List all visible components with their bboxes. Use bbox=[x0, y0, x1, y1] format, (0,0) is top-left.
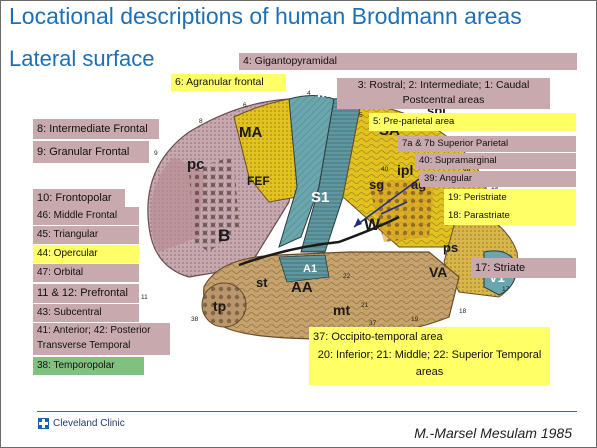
region-sg: sg bbox=[369, 177, 384, 192]
num-22: 22 bbox=[343, 273, 351, 280]
label-occipito-temporal: 37: Occipito-temporal area bbox=[309, 327, 550, 347]
label-inferior-middle-superior-temporal: 20: Inferior; 21: Middle; 22: Superior T… bbox=[309, 347, 550, 385]
footer-divider bbox=[37, 411, 577, 412]
region-st: st bbox=[256, 275, 268, 290]
slide-subtitle: Lateral surface bbox=[9, 45, 155, 72]
label-frontopolar: 10: Frontopolar bbox=[33, 189, 125, 207]
num-19b: 19 bbox=[411, 316, 419, 323]
region-pc: pc bbox=[187, 156, 205, 173]
region-b: B bbox=[218, 226, 230, 245]
label-middle-frontal: 46: Middle Frontal bbox=[33, 207, 139, 225]
region-m1: M1 bbox=[317, 84, 338, 101]
num-21: 21 bbox=[361, 302, 369, 309]
label-parastriate: 18: Parastriate bbox=[444, 207, 576, 225]
label-anterior-posterior-transverse: 41: Anterior; 42: Posterior Transverse T… bbox=[33, 323, 170, 355]
label-prefrontal: 11 & 12: Prefrontal bbox=[33, 284, 139, 303]
logo-text: Cleveland Clinic bbox=[53, 418, 125, 429]
label-subcentral: 43: Subcentral bbox=[33, 304, 139, 322]
label-superior-parietal: 7a & 7b Superior Parietal bbox=[398, 136, 576, 152]
label-agranular-frontal: 6: Agranular frontal bbox=[171, 74, 286, 91]
label-striate: 17: Striate bbox=[471, 258, 576, 278]
num-6: 6 bbox=[243, 102, 247, 109]
num-5: 5 bbox=[359, 112, 363, 119]
region-s1: S1 bbox=[311, 189, 329, 206]
num-37: 37 bbox=[369, 320, 377, 327]
region-a1: A1 bbox=[303, 263, 317, 275]
ipl-arrowhead bbox=[354, 218, 362, 227]
region-ps: ps bbox=[443, 240, 458, 255]
label-temporopolar: 38: Temporopolar bbox=[33, 357, 144, 375]
label-intermediate-frontal: 8: Intermediate Frontal bbox=[33, 119, 159, 139]
num-9: 9 bbox=[154, 150, 158, 157]
num-4: 4 bbox=[307, 90, 311, 97]
label-angular: 39: Angular bbox=[420, 171, 576, 187]
num-11: 11 bbox=[141, 294, 148, 301]
region-tp: tp bbox=[213, 298, 226, 314]
region-ma: MA bbox=[239, 124, 262, 141]
num-38: 38 bbox=[191, 316, 199, 323]
author-credit: M.-Marsel Mesulam 1985 bbox=[414, 425, 572, 441]
region-fef: FEF bbox=[247, 174, 270, 188]
region-w: W bbox=[364, 215, 381, 234]
label-pre-parietal: 5: Pre-parietal area bbox=[369, 113, 576, 131]
region-aa: AA bbox=[291, 279, 313, 296]
label-supramarginal: 40: Supramarginal bbox=[415, 153, 576, 169]
label-opercular: 44: Opercular bbox=[33, 245, 139, 263]
slide-title: Locational descriptions of human Brodman… bbox=[9, 3, 522, 30]
num-17: 17 bbox=[502, 286, 510, 293]
region-va: VA bbox=[429, 264, 447, 280]
label-orbital: 47: Orbital bbox=[33, 264, 139, 282]
label-rostral-intermediate-caudal: 3: Rostral; 2: Intermediate; 1: Caudal P… bbox=[337, 78, 550, 109]
cross-icon bbox=[38, 418, 49, 429]
region-mt: mt bbox=[333, 302, 350, 318]
num-40: 40 bbox=[381, 166, 389, 173]
num-18b: 18 bbox=[459, 308, 467, 315]
label-gigantopyramidal: 4: Gigantopyramidal bbox=[239, 53, 577, 70]
label-peristriate: 19: Peristriate bbox=[444, 189, 576, 207]
cleveland-clinic-logo: Cleveland Clinic bbox=[38, 418, 125, 429]
region-ipl: ipl bbox=[397, 162, 413, 178]
label-granular-frontal: 9: Granular Frontal bbox=[33, 141, 149, 163]
num-8: 8 bbox=[199, 118, 203, 125]
label-triangular: 45: Triangular bbox=[33, 226, 139, 244]
